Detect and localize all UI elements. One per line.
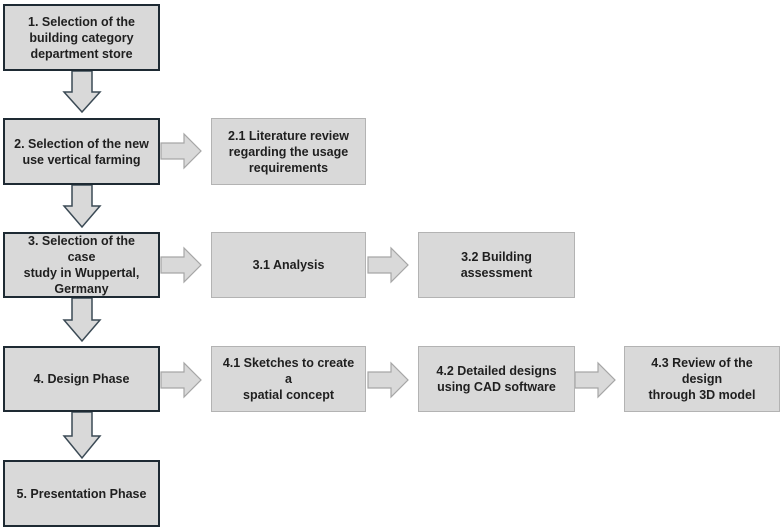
step-3-label: 3. Selection of the case study in Wupper… <box>23 234 140 296</box>
step-3-1-label: 3.1 Analysis <box>252 258 325 272</box>
arrow-right-3-31 <box>160 246 202 284</box>
step-2-box: 2. Selection of the new use vertical far… <box>3 118 160 185</box>
step-4-label: 4. Design Phase <box>33 372 130 386</box>
arrow-right-4-41 <box>160 361 202 399</box>
arrow-down-3-4 <box>62 297 102 343</box>
arrow-right-2-21 <box>160 132 202 170</box>
step-3-1-box: 3.1 Analysis <box>211 232 366 298</box>
arrow-right-31-32 <box>367 246 409 284</box>
step-4-1-box: 4.1 Sketches to create a spatial concept <box>211 346 366 412</box>
step-1-box: 1. Selection of the building category de… <box>3 4 160 71</box>
step-4-box: 4. Design Phase <box>3 346 160 412</box>
arrow-right-42-43 <box>574 361 616 399</box>
arrow-right-41-42 <box>367 361 409 399</box>
step-3-2-box: 3.2 Building assessment <box>418 232 575 298</box>
step-5-box: 5. Presentation Phase <box>3 460 160 527</box>
step-1-label: 1. Selection of the building category de… <box>28 14 135 61</box>
step-5-label: 5. Presentation Phase <box>16 486 147 501</box>
step-4-3-label: 4.3 Review of the design through 3D mode… <box>648 356 756 402</box>
step-2-1-box: 2.1 Literature review regarding the usag… <box>211 118 366 185</box>
step-4-1-label: 4.1 Sketches to create a spatial concept <box>222 356 355 402</box>
step-2-label: 2. Selection of the new use vertical far… <box>14 136 149 167</box>
step-3-2-label: 3.2 Building assessment <box>460 250 533 280</box>
arrow-down-1-2 <box>62 70 102 114</box>
step-4-3-box: 4.3 Review of the design through 3D mode… <box>624 346 780 412</box>
step-2-1-label: 2.1 Literature review regarding the usag… <box>228 128 349 175</box>
step-4-2-box: 4.2 Detailed designs using CAD software <box>418 346 575 412</box>
arrow-down-4-5 <box>62 411 102 460</box>
step-3-box: 3. Selection of the case study in Wupper… <box>3 232 160 298</box>
step-4-2-label: 4.2 Detailed designs using CAD software <box>436 364 557 394</box>
arrow-down-2-3 <box>62 184 102 229</box>
